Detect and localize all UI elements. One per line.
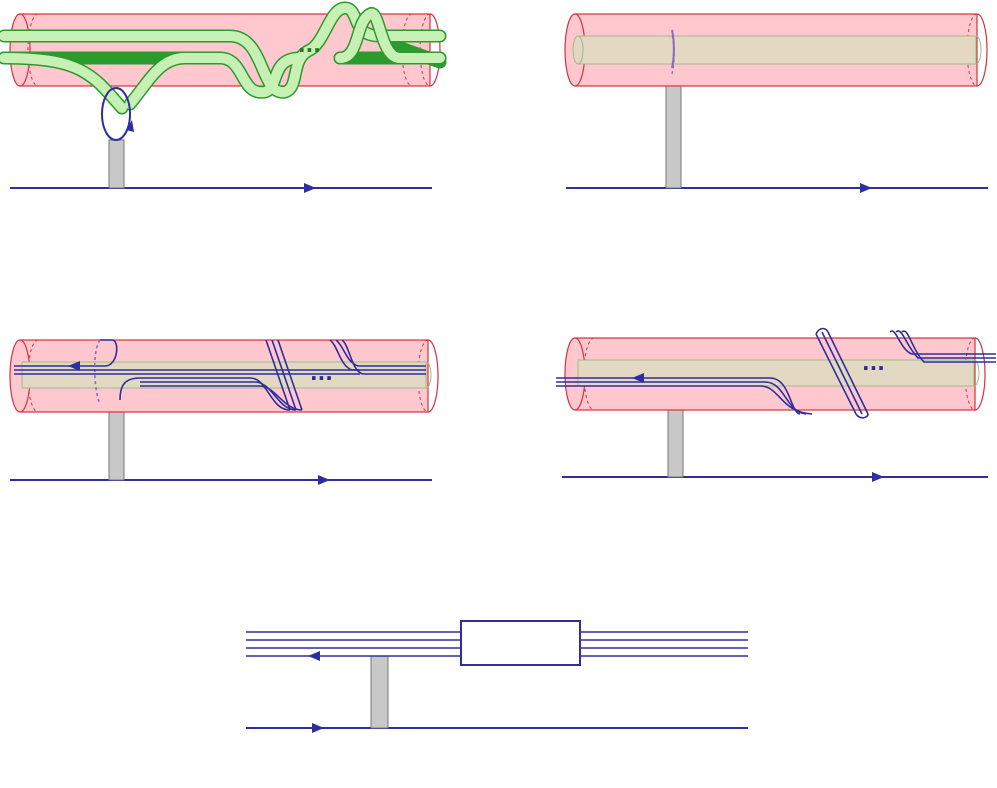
braid-box (460, 620, 581, 666)
connecting-post (108, 139, 125, 189)
ellipsis: ... (310, 361, 333, 385)
direction-arrow (860, 183, 872, 193)
ellipsis: ... (298, 33, 321, 57)
panel-2 (564, 13, 988, 193)
green-bands (0, 1, 447, 115)
strand-bundle (246, 631, 748, 657)
panel-5 (246, 620, 748, 733)
strand-arrow (308, 651, 320, 661)
meridian-loop (101, 87, 134, 141)
strand-arrow (68, 361, 80, 371)
panel-1: ... (0, 1, 447, 193)
inner-tube (572, 35, 982, 65)
panel-3: ... (9, 339, 439, 485)
panel-4: ... (556, 327, 996, 482)
direction-arrow (312, 723, 324, 733)
connecting-post (665, 69, 682, 189)
direction-arrow (872, 472, 884, 482)
direction-arrow (304, 183, 316, 193)
direction-arrow (318, 475, 330, 485)
ellipsis: ... (862, 351, 885, 375)
strand-arrow (632, 373, 644, 383)
connecting-post (370, 655, 389, 729)
meridian-loop (671, 29, 675, 75)
strands (556, 327, 996, 419)
strands (14, 339, 426, 411)
